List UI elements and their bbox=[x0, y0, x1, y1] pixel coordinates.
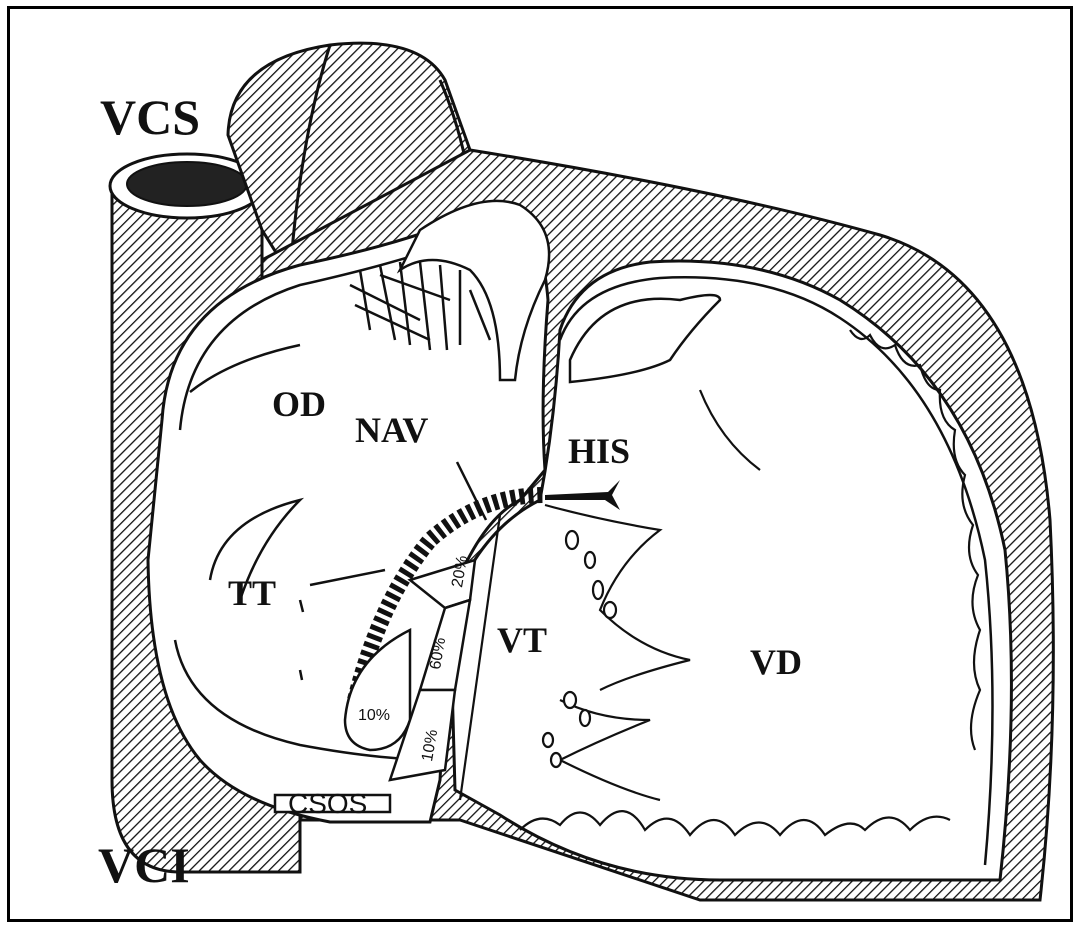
zone-lower: 10% bbox=[358, 708, 390, 724]
label-vci: VCI bbox=[98, 840, 190, 890]
label-tt: TT bbox=[228, 575, 276, 611]
label-csos: CSOS bbox=[288, 790, 367, 818]
label-od: OD bbox=[272, 386, 326, 422]
label-vd: VD bbox=[750, 644, 802, 680]
label-his: HIS bbox=[568, 433, 630, 469]
label-vcs: VCS bbox=[100, 92, 200, 142]
label-vt: VT bbox=[497, 622, 547, 658]
label-nav: NAV bbox=[355, 412, 428, 448]
